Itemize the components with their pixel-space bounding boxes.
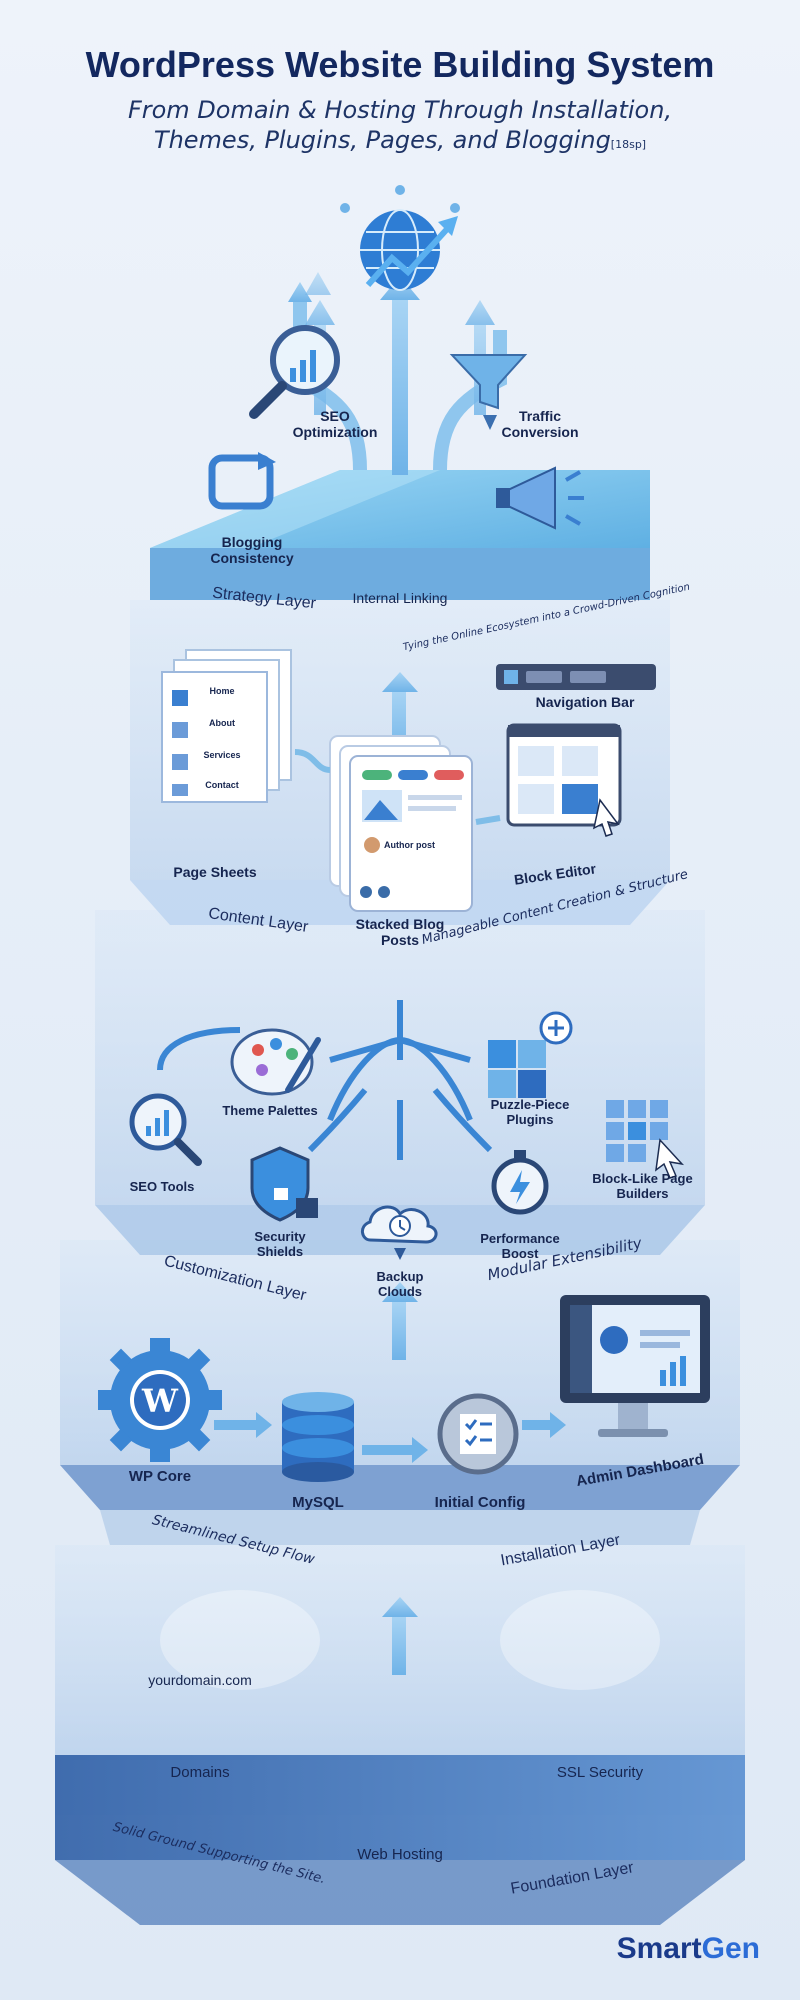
foundation-layer	[55, 1545, 745, 1925]
admin-monitor-icon	[560, 1295, 710, 1437]
customization-layer	[95, 910, 705, 1255]
wordpress-gear-icon: W	[98, 1338, 222, 1462]
page-sheet-about: About	[209, 718, 235, 728]
seo-tools-label: SEO Tools	[129, 1179, 195, 1194]
blogging-cycle-icon	[208, 452, 276, 510]
page-sheets-label: Page Sheets	[173, 864, 257, 880]
domains-label: Domains	[170, 1764, 230, 1781]
seo-magnifier-icon	[249, 325, 340, 419]
funnel-icon	[449, 354, 528, 430]
seo-tools-icon	[129, 1093, 202, 1166]
traffic-conversion-label: Traffic Conversion	[501, 408, 579, 441]
stacked-blog-posts-label: Stacked Blog Posts	[355, 916, 445, 949]
navigation-bar-label: Navigation Bar	[535, 694, 635, 710]
svg-text:W: W	[141, 1382, 179, 1420]
page-sheet-contact: Contact	[205, 780, 239, 790]
megaphone-icon	[496, 466, 584, 530]
navigation-bar-icon	[496, 664, 656, 690]
subtitle-ref: [18sp]	[610, 138, 647, 151]
theme-palettes-label: Theme Palettes	[222, 1103, 318, 1118]
globe-icon	[340, 185, 460, 291]
domain-url-label: yourdomain.com	[148, 1672, 252, 1688]
backup-clouds-label: Backup Clouds	[376, 1269, 424, 1299]
wp-core-label: WP Core	[128, 1468, 192, 1485]
subtitle-line-2: Themes, Plugins, Pages, and Blogging[18s…	[0, 126, 800, 154]
brand-part-2: Gen	[701, 1932, 760, 1965]
initial-config-label: Initial Config	[434, 1494, 526, 1511]
blogging-consistency-label: Blogging Consistency	[210, 534, 294, 567]
theme-palette-icon	[230, 1028, 321, 1096]
customization-flow-arrows	[157, 1000, 493, 1160]
mysql-label: MySQL	[292, 1494, 344, 1511]
security-shield-icon	[250, 1146, 318, 1222]
page-sheets-icon	[161, 649, 292, 803]
posts-to-editor-arrow	[475, 815, 501, 825]
post-author-text: Author post	[384, 840, 435, 850]
backup-cloud-icon	[361, 1205, 438, 1260]
brand-logo: SmartGen	[617, 1932, 760, 1966]
performance-stopwatch-icon	[491, 1150, 549, 1215]
installation-flow-arrows	[214, 1412, 566, 1463]
puzzle-plugins-label: Puzzle-Piece Plugins	[490, 1097, 570, 1127]
subtitle-line-1: From Domain & Hosting Through Installati…	[127, 96, 673, 124]
pages-to-posts-arrow	[294, 749, 331, 773]
page-title: WordPress Website Building System	[85, 44, 715, 85]
mysql-database-icon	[282, 1392, 354, 1482]
ssl-security-label: SSL Security	[556, 1764, 644, 1781]
internal-linking-label: Internal Linking	[352, 590, 448, 606]
web-hosting-label: Web Hosting	[357, 1846, 443, 1863]
config-gear-icon	[437, 1393, 519, 1475]
blog-posts-icon	[329, 735, 473, 912]
puzzle-plugins-icon	[488, 1011, 573, 1098]
block-editor-icon	[506, 723, 622, 837]
page-sheet-home: Home	[209, 686, 235, 696]
seo-optimization-label: SEO Optimization	[292, 408, 378, 441]
subtitle-line-2-text: Themes, Plugins, Pages, and Blogging	[153, 126, 611, 154]
security-shields-label: Security Shields	[254, 1229, 306, 1259]
performance-boost-label: Performance Boost	[480, 1231, 560, 1261]
block-builders-icon	[606, 1100, 685, 1179]
page-sheet-services: Services	[203, 750, 241, 760]
block-builders-label: Block-Like Page Builders	[592, 1171, 693, 1201]
brand-part-1: Smart	[616, 1932, 702, 1965]
